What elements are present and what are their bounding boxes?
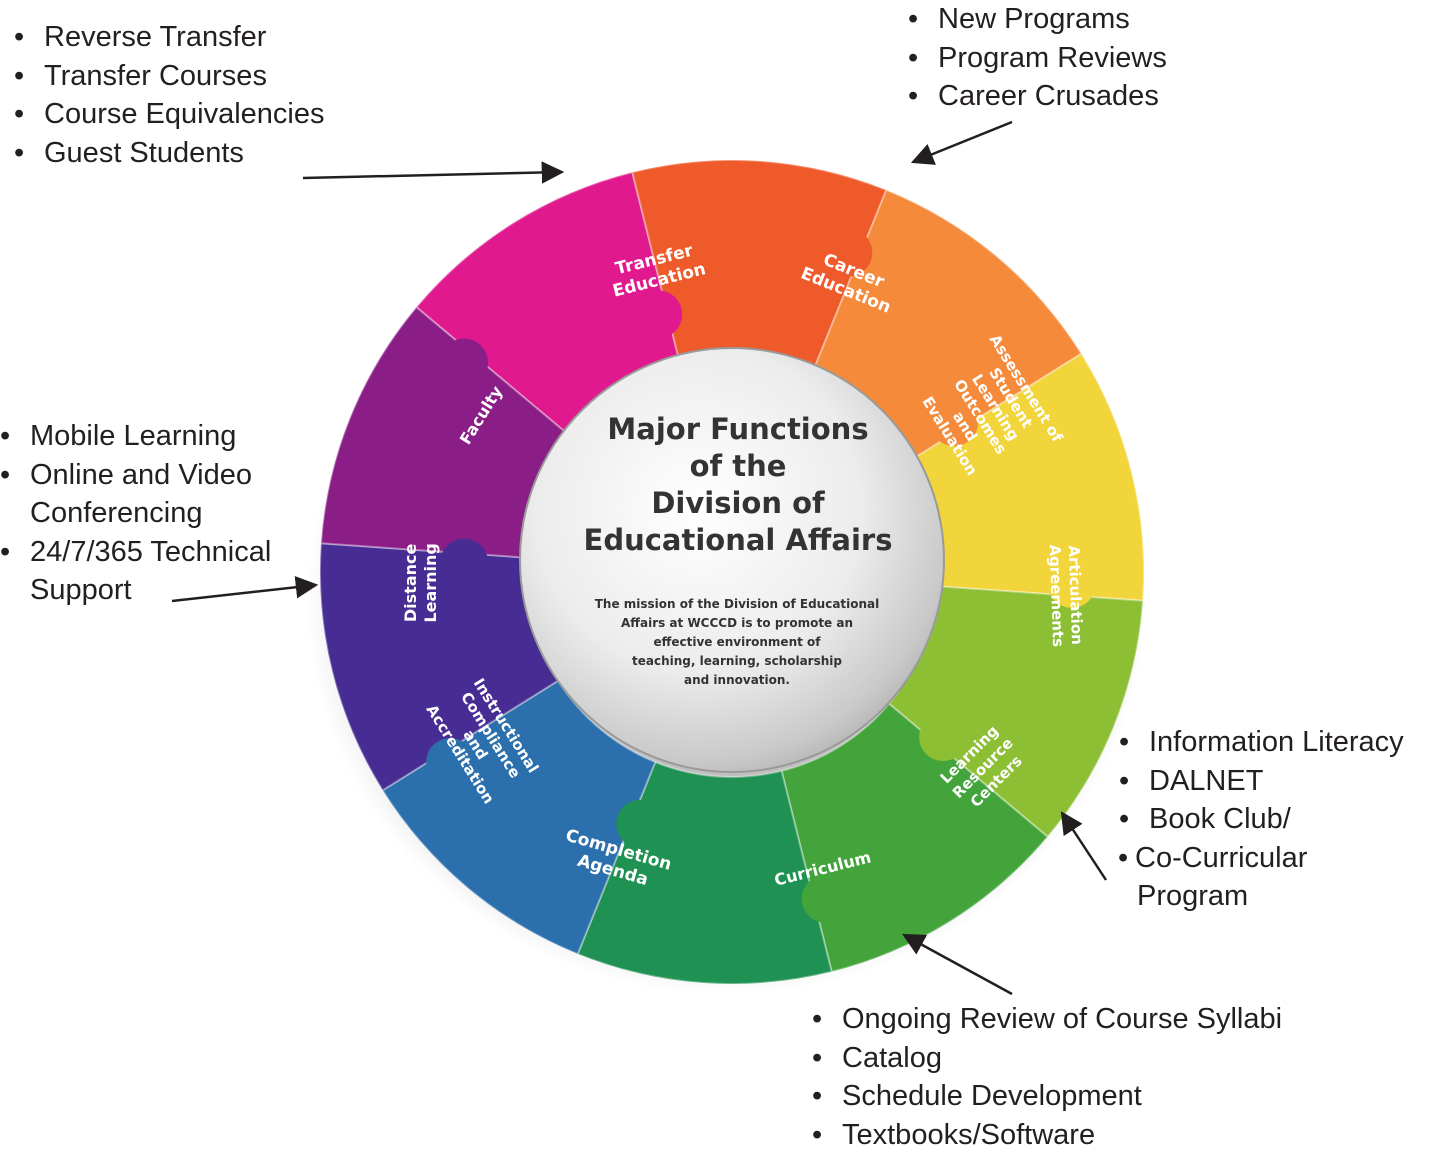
puzzle-knob xyxy=(440,339,488,387)
list-item: Co-Curricular xyxy=(1113,839,1404,878)
list-item: Guest Students xyxy=(8,134,324,173)
segment-label-line: Learning xyxy=(421,543,440,622)
mission-line-1: The mission of the Division of Education… xyxy=(595,597,880,611)
list-item: Mobile Learning xyxy=(0,417,271,456)
list-item: Book Club/ xyxy=(1113,800,1404,839)
puzzle-knob xyxy=(440,539,488,587)
mission-line-5: and innovation. xyxy=(684,673,790,687)
list-item: Online and Video xyxy=(0,456,271,495)
arrow-career xyxy=(913,122,1012,162)
list-item-continuation: Support xyxy=(0,571,271,610)
mission-line-4: teaching, learning, scholarship xyxy=(632,654,842,668)
list-item-continuation: Program xyxy=(1113,877,1404,916)
center-title-line-3: Division of xyxy=(651,486,825,520)
list-item: Textbooks/Software xyxy=(806,1116,1282,1154)
list-item: Schedule Development xyxy=(806,1077,1282,1116)
list-item: Career Crusades xyxy=(902,77,1167,116)
callout-career-list: New Programs Program Reviews Career Crus… xyxy=(902,0,1167,116)
segment-label-line: Distance xyxy=(401,544,420,623)
list-item-continuation: Conferencing xyxy=(0,494,271,533)
list-item: DALNET xyxy=(1113,762,1404,801)
list-item: Course Equivalencies xyxy=(8,95,324,134)
segment-label-line: Articulation xyxy=(1065,545,1086,645)
puzzle-knob xyxy=(634,290,682,338)
list-item: Ongoing Review of Course Syllabi xyxy=(806,1000,1282,1039)
list-item: New Programs xyxy=(902,0,1167,39)
arrow-curriculum xyxy=(904,935,1012,994)
center-title-line-4: Educational Affairs xyxy=(584,523,893,557)
mission-line-3: effective environment of xyxy=(654,635,822,649)
list-item: 24/7/365 Technical xyxy=(0,533,271,572)
callout-curriculum-list: Ongoing Review of Course Syllabi Catalog… xyxy=(806,1000,1282,1154)
arrow-lrc xyxy=(1062,813,1106,880)
list-item: Information Literacy xyxy=(1113,723,1404,762)
list-item: Catalog xyxy=(806,1039,1282,1078)
segment-label-line: Agreements xyxy=(1046,544,1068,647)
callout-distance-list: Mobile Learning Online and Video Confere… xyxy=(0,417,271,610)
list-item: Program Reviews xyxy=(902,39,1167,78)
callout-transfer-list: Reverse Transfer Transfer Courses Course… xyxy=(8,18,324,172)
center-title-line-2: of the xyxy=(690,449,787,483)
list-item: Transfer Courses xyxy=(8,57,324,96)
mission-line-2: Affairs at WCCCD is to promote an xyxy=(621,616,853,630)
callout-lrc-list: Information Literacy DALNET Book Club/ C… xyxy=(1113,723,1404,916)
puzzle-knob xyxy=(802,875,850,923)
arrow-transfer xyxy=(303,172,562,178)
center-title-line-1: Major Functions xyxy=(607,412,868,446)
list-item: Reverse Transfer xyxy=(8,18,324,57)
